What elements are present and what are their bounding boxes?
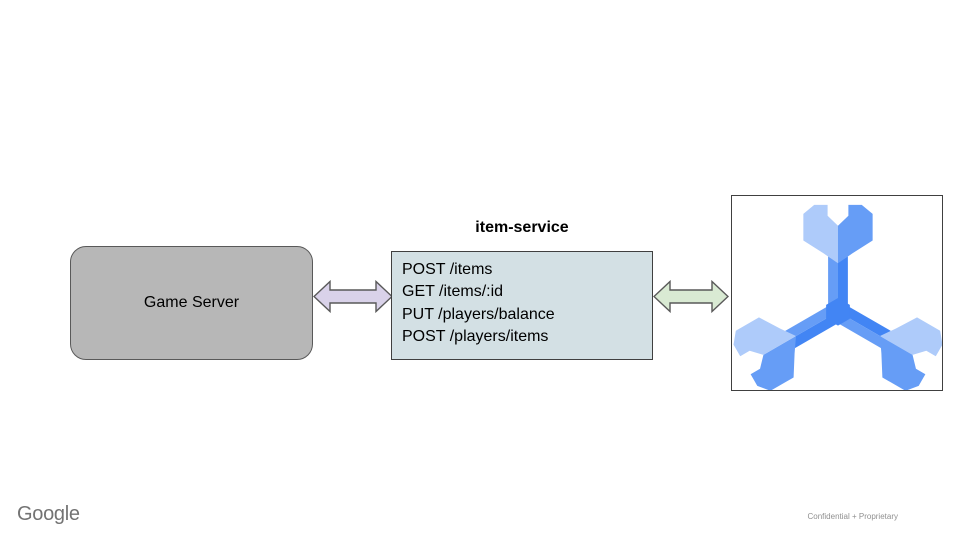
- confidential-note: Confidential + Proprietary: [807, 512, 899, 521]
- database-box[interactable]: [731, 195, 943, 391]
- cloud-spanner-icon: [733, 204, 942, 390]
- game-server-label: Game Server: [143, 294, 240, 311]
- endpoint-line: PUT /players/balance: [402, 305, 555, 323]
- google-logo: Google: [17, 503, 80, 525]
- game-server-box[interactable]: Game Server: [70, 246, 313, 360]
- endpoint-line: POST /players/items: [402, 328, 549, 346]
- item-service-title: item-service: [475, 219, 569, 236]
- item-service-box[interactable]: POST /items GET /items/:id PUT /players/…: [391, 251, 653, 360]
- arrow-game-to-service[interactable]: [312, 279, 394, 314]
- bidirectional-arrow-icon: [312, 279, 394, 314]
- bidirectional-arrow-icon: [652, 279, 730, 314]
- arrow-service-to-database[interactable]: [652, 279, 730, 314]
- endpoint-line: GET /items/:id: [402, 283, 504, 301]
- endpoint-line: POST /items: [402, 261, 493, 278]
